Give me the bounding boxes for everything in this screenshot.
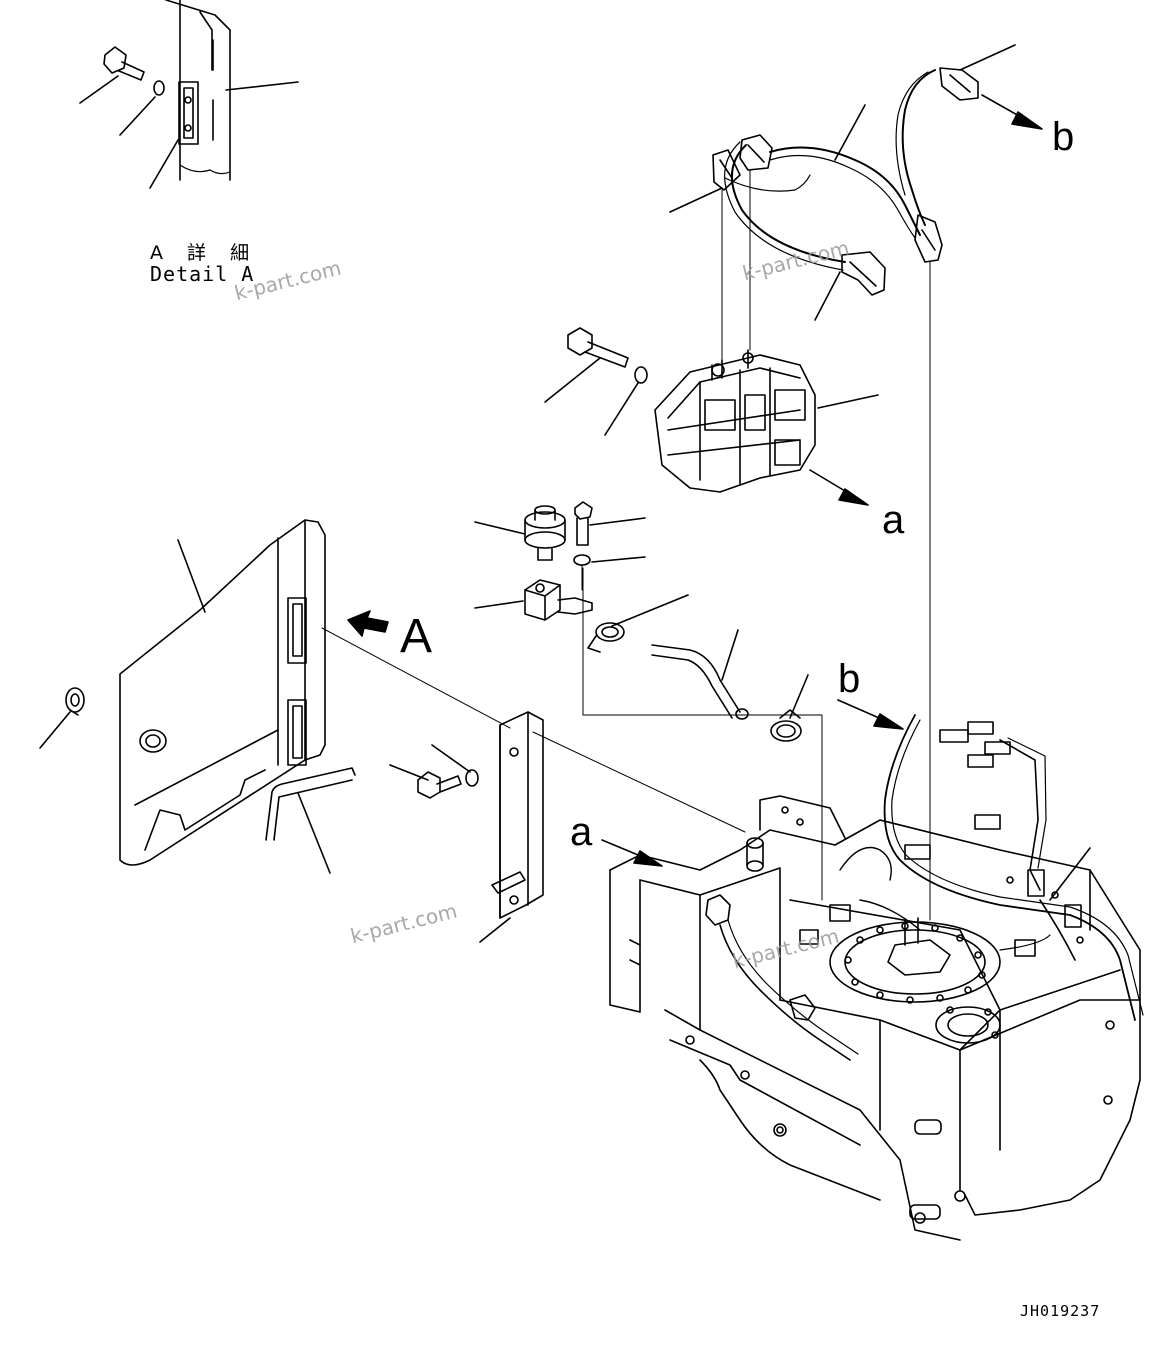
rubber-grommet — [66, 688, 84, 715]
detail-a-panel-edge — [166, 0, 230, 180]
bracket — [492, 712, 543, 918]
leader-line — [545, 358, 600, 402]
block-fitting — [525, 580, 592, 620]
leader-line — [815, 272, 840, 320]
leader-line — [1050, 848, 1090, 900]
bracket-washer — [466, 770, 478, 786]
leader-line — [790, 675, 808, 718]
detail-a-hinge — [179, 82, 198, 144]
machine-frame — [610, 796, 965, 1240]
leader-line — [475, 522, 525, 534]
callout-A-view: A — [400, 610, 432, 663]
leader-line — [480, 918, 510, 942]
arrow-b-mid — [838, 700, 903, 729]
leader-line — [835, 105, 865, 160]
leader-line — [722, 630, 738, 680]
leader-line — [432, 745, 470, 772]
leader-line — [226, 82, 298, 90]
leader-line — [178, 540, 205, 612]
connector — [940, 68, 978, 100]
leader-line — [390, 765, 428, 780]
tank-hoses — [706, 715, 1143, 1060]
leader-line — [605, 383, 638, 435]
connector — [740, 135, 772, 170]
rod — [266, 768, 355, 840]
small-washer — [574, 555, 590, 565]
detail-a-bolt — [104, 47, 144, 80]
bracket-bolt — [418, 772, 461, 798]
leader-line — [322, 628, 510, 728]
small-bolt — [575, 502, 592, 545]
leader-line — [590, 518, 645, 525]
hydraulic-tank — [780, 820, 1140, 1215]
callout-b-mid: b — [838, 657, 860, 701]
leader-line — [533, 732, 745, 832]
leader-line — [80, 76, 118, 103]
view-arrow-A — [348, 611, 388, 636]
pressure-switch — [525, 506, 565, 560]
leader-line — [670, 188, 722, 212]
connector — [713, 150, 740, 190]
wire-harness — [670, 45, 1015, 320]
leader-line — [818, 395, 878, 408]
leader-line — [150, 140, 178, 188]
detail-a-title-en: Detail A — [150, 262, 255, 286]
controller-bolt — [568, 328, 628, 367]
leader-line — [475, 601, 523, 608]
detail-a-group — [80, 0, 298, 188]
leader-line — [592, 557, 645, 562]
connector — [915, 215, 942, 262]
callout-a-right: a — [882, 498, 905, 542]
detail-a-washer — [154, 81, 164, 95]
leader-line — [298, 793, 330, 873]
cover-panel — [120, 520, 325, 865]
leader-line — [120, 97, 155, 135]
hose — [652, 645, 748, 719]
arrow-b-top — [982, 95, 1042, 129]
leader-line — [40, 712, 70, 748]
connector — [842, 252, 885, 295]
callout-b-top: b — [1052, 115, 1074, 159]
callout-a-left: a — [570, 810, 593, 854]
leader-line — [612, 595, 688, 626]
arrow-a-right — [810, 470, 868, 505]
hose-clamp — [588, 623, 624, 652]
leader-line — [583, 568, 822, 900]
arrow-a-left — [602, 840, 662, 866]
leader-line — [960, 45, 1015, 70]
drawing-number: JH019237 — [1020, 1302, 1101, 1320]
controller-unit — [655, 350, 815, 492]
controller-washer — [635, 367, 647, 383]
detail-a-title-jp: A 詳 細 — [150, 242, 259, 264]
